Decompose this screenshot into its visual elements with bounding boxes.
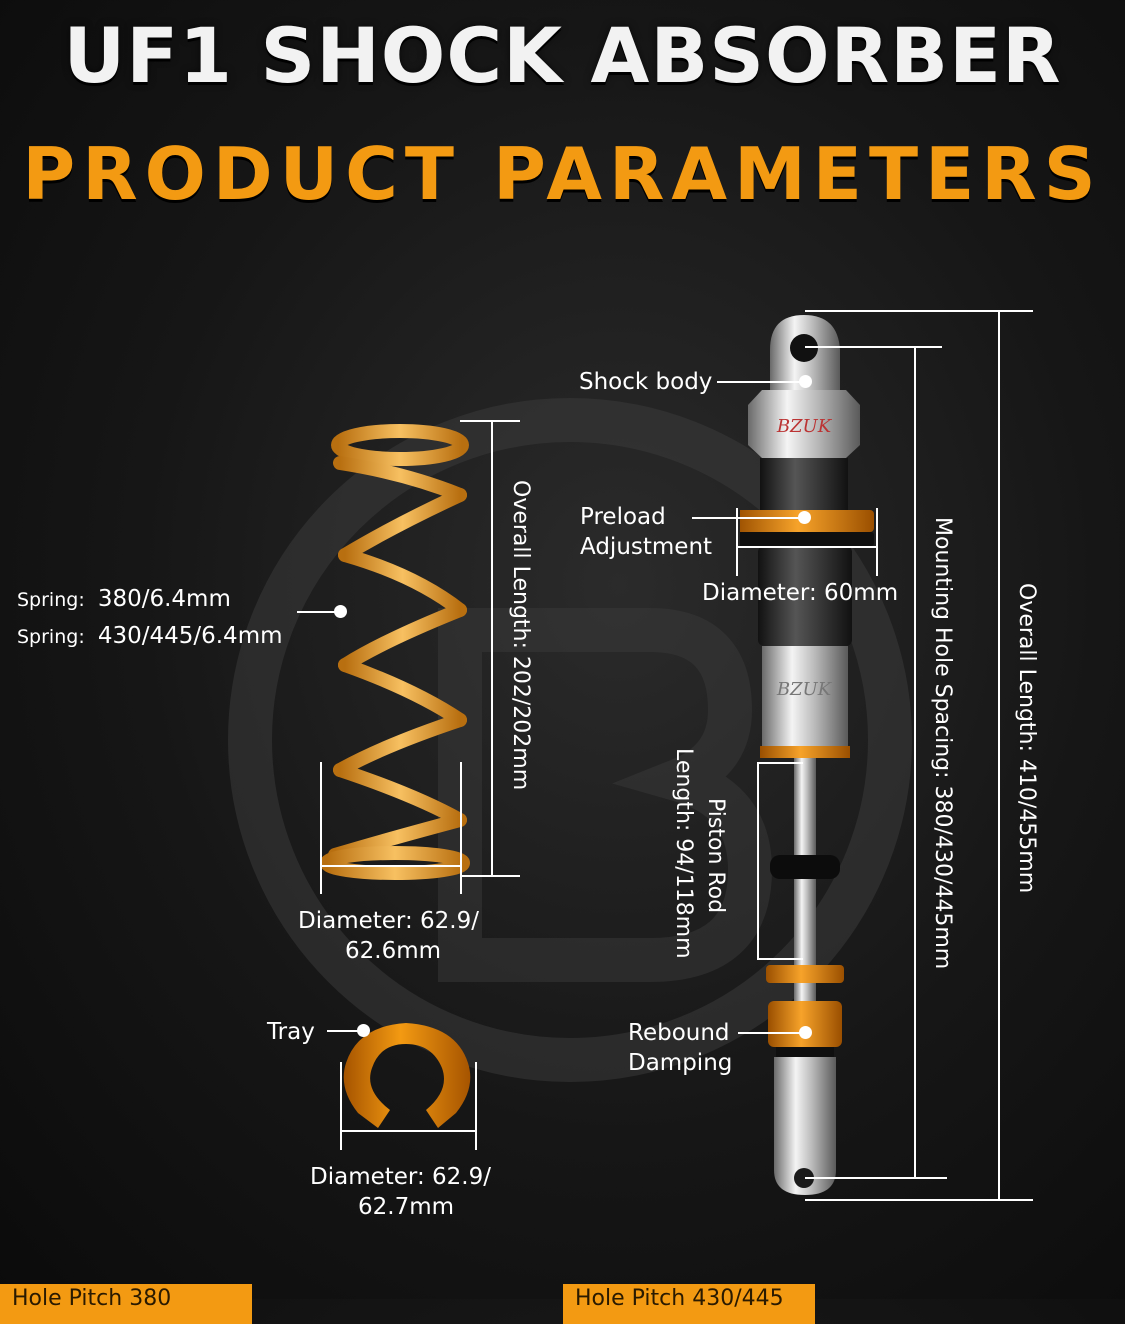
spring-length-line <box>491 420 493 877</box>
rebound-label-2: Damping <box>628 1050 733 1076</box>
spring-diameter-left-tick <box>320 762 322 894</box>
preload-label-2: Adjustment <box>580 534 713 560</box>
spring-diameter-label-2: 62.6mm <box>345 938 442 964</box>
rebound-label-1: Rebound <box>628 1020 730 1046</box>
spring-label-prefix: Spring: <box>17 626 85 648</box>
shock-length-bottom-tick <box>805 1199 1033 1201</box>
shock-diameter-left-tick <box>736 508 738 576</box>
page-subtitle: PRODUCT PARAMETERS <box>22 132 1103 216</box>
shock-body-pointer-line <box>717 381 805 383</box>
brand-mark-lower: BZUK <box>776 679 833 700</box>
spring-label-row-2: Spring: 430/445/6.4mm <box>17 621 283 652</box>
spring-illustration <box>320 424 470 880</box>
tray-diameter-label-1: Diameter: 62.9/ <box>310 1164 491 1190</box>
tray-pointer-dot <box>357 1024 370 1037</box>
tray-illustration <box>343 1023 471 1128</box>
brand-mark: BZUK <box>776 416 833 437</box>
hole-pitch-tab-right: Hole Pitch 430/445 <box>563 1284 815 1324</box>
shock-diameter-line <box>736 546 878 548</box>
watermark-logo <box>228 398 912 1082</box>
spring-pointer-line <box>297 611 339 613</box>
tray-label: Tray <box>267 1019 315 1045</box>
shock-length-top-tick <box>805 310 1033 312</box>
piston-rod-top-tick <box>757 762 803 764</box>
shock-overall-length-label: Overall Length: 410/455mm <box>1014 583 1039 894</box>
piston-rod-bottom-tick <box>757 958 803 960</box>
rebound-pointer-line <box>738 1032 804 1034</box>
shock-absorber-illustration: BZUK BZUK <box>740 315 874 1195</box>
shock-body-label: Shock body <box>579 369 713 395</box>
spring-diameter-right-tick <box>460 762 462 894</box>
preload-pointer-line <box>692 517 804 519</box>
spring-diameter-line <box>320 865 462 867</box>
page-title: UF1 SHOCK ABSORBER <box>63 11 1062 100</box>
tray-diameter-line <box>340 1130 477 1132</box>
shock-diameter-label: Diameter: 60mm <box>702 580 899 606</box>
tray-pointer-line <box>327 1030 361 1032</box>
mounting-spacing-line <box>914 346 916 1179</box>
piston-rod-line <box>757 762 759 960</box>
spring-length-bottom-tick <box>460 875 520 877</box>
spring-label-value: 430/445/6.4mm <box>97 623 283 649</box>
tray-diameter-right-tick <box>475 1062 477 1150</box>
spring-overall-length-label: Overall Length: 202/202mm <box>508 480 533 791</box>
spring-length-top-tick <box>460 420 520 422</box>
shock-diameter-right-tick <box>876 508 878 576</box>
tray-diameter-label-2: 62.7mm <box>358 1194 455 1220</box>
spring-label-prefix: Spring: <box>17 589 85 611</box>
shock-length-line <box>998 310 1000 1201</box>
piston-rod-label-1: Piston Rod <box>703 798 728 914</box>
preload-label-1: Preload <box>580 504 666 530</box>
hole-pitch-tab-left: Hole Pitch 380 <box>0 1284 252 1324</box>
mounting-spacing-label: Mounting Hole Spacing: 380/430/445mm <box>930 517 955 970</box>
tray-diameter-left-tick <box>340 1062 342 1150</box>
mounting-spacing-bottom-tick <box>805 1177 947 1179</box>
shock-body-pointer-dot <box>799 375 812 388</box>
spring-pointer-dot <box>334 605 347 618</box>
spring-label-row-1: Spring: 380/6.4mm <box>17 584 231 615</box>
rebound-pointer-dot <box>799 1026 812 1039</box>
piston-rod-label-2: Length: 94/118mm <box>671 748 696 959</box>
preload-pointer-dot <box>798 511 811 524</box>
spring-diameter-label-1: Diameter: 62.9/ <box>298 908 479 934</box>
spring-label-value: 380/6.4mm <box>97 586 231 612</box>
mounting-spacing-top-tick <box>805 346 942 348</box>
